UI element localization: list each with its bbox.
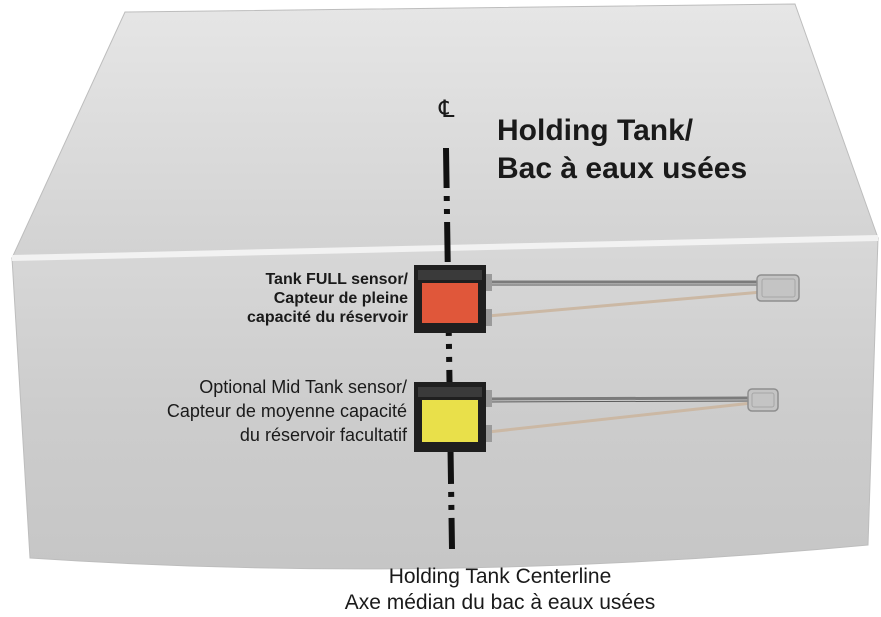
diagram-title: Holding Tank/ Bac à eaux usées [497, 112, 837, 188]
mid-tank-sensor [414, 382, 779, 452]
full-sensor-label-line-2: Capteur de pleine [273, 290, 408, 307]
centerline-symbol: ℄ [439, 96, 455, 123]
mid-sensor-label-line-2: Capteur de moyenne capacité [166, 401, 407, 421]
centerline-caption-line-2: Axe médian du bac à eaux usées [344, 591, 656, 614]
full-sensor-label-line-1: Tank FULL sensor/ [265, 271, 408, 288]
title-line-1: Holding Tank/ [497, 114, 694, 147]
full-sensor-label: Tank FULL sensor/ Capteur de pleine capa… [150, 270, 408, 327]
full-sensor-label-line-3: capacité du réservoir [247, 309, 408, 326]
tank-full-sensor [414, 265, 800, 333]
mid-sensor-indicator [422, 400, 478, 442]
mid-sensor-label-line-1: Optional Mid Tank sensor/ [199, 377, 407, 397]
mid-sensor-label: Optional Mid Tank sensor/ Capteur de moy… [60, 375, 407, 447]
full-sensor-indicator [422, 283, 478, 323]
full-sensor-connector [756, 274, 800, 302]
centerline [443, 147, 455, 550]
holding-tank [11, 3, 879, 570]
mid-sensor-connector [747, 388, 779, 412]
mid-sensor-label-line-3: du réservoir facultatif [239, 425, 407, 445]
centerline-caption-line-1: Holding Tank Centerline [388, 565, 612, 588]
title-line-2: Bac à eaux usées [497, 152, 748, 185]
centerline-caption: Holding Tank Centerline Axe médian du ba… [250, 564, 750, 616]
